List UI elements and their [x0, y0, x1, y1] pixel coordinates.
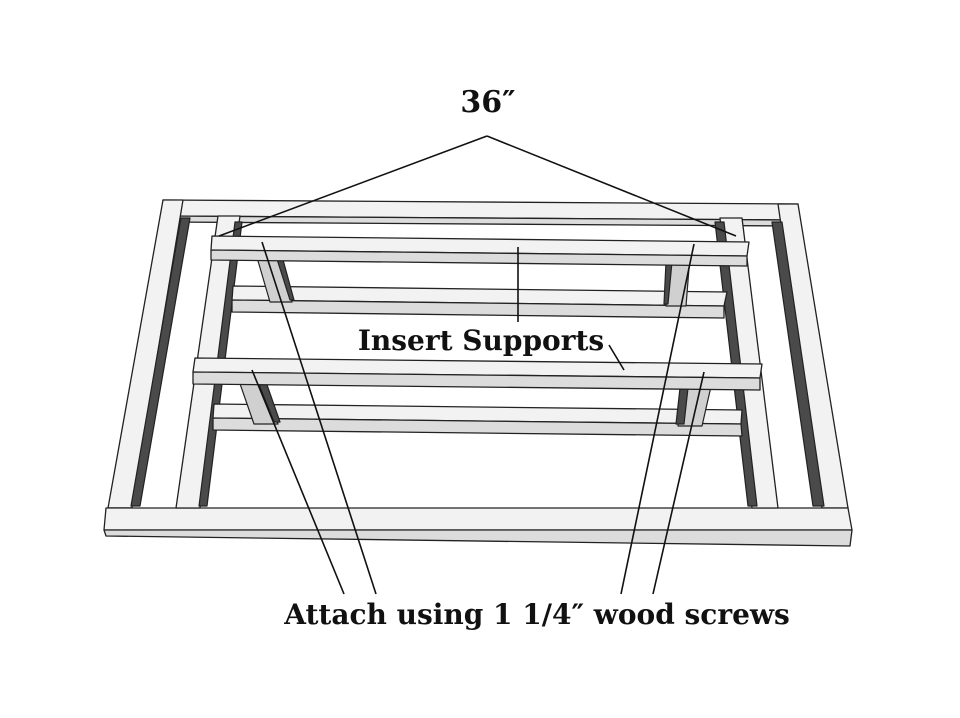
lower-support-pair: [192, 357, 763, 437]
screws-leaders: [251, 241, 705, 595]
dimension-leaders: [218, 135, 737, 237]
insert-supports-label: Insert Supports: [358, 324, 604, 357]
dimension-label: 36″: [460, 85, 515, 120]
outer-frame: [103, 199, 853, 547]
supports-leaders: [517, 247, 625, 371]
upper-support-pair: [210, 235, 750, 319]
wood-screws-label: Attach using 1 1/4″ wood screws: [283, 598, 790, 631]
